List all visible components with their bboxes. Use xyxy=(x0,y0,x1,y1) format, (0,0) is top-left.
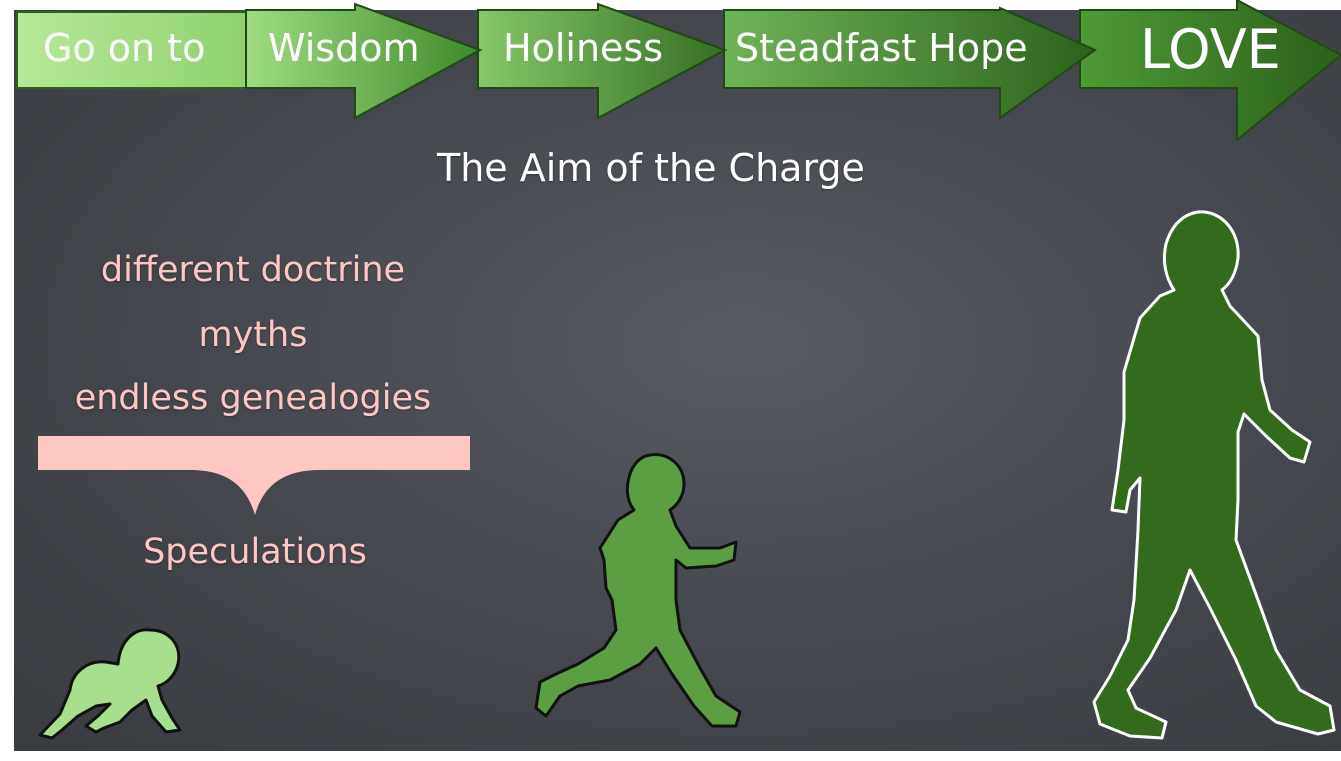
step-label-steadfast-hope: Steadfast Hope xyxy=(735,26,1028,70)
step-label-wisdom: Wisdom xyxy=(268,26,420,70)
step-label-go-on-to: Go on to xyxy=(43,26,206,70)
topic-endless-genealogies: endless genealogies xyxy=(74,378,432,418)
step-arrow-3 xyxy=(477,2,728,120)
step-label-love: LOVE xyxy=(1140,18,1281,81)
step-arrow-4 xyxy=(723,6,1098,120)
topic-myths: myths xyxy=(198,315,308,355)
step-label-holiness: Holiness xyxy=(503,26,663,70)
step-arrow-5 xyxy=(1079,0,1341,143)
slide-title: The Aim of the Charge xyxy=(437,146,865,190)
speculations-label: Speculations xyxy=(143,532,367,572)
step-box-1 xyxy=(16,11,248,89)
topic-different-doctrine: different doctrine xyxy=(100,250,406,290)
step-arrow-2 xyxy=(245,2,483,120)
